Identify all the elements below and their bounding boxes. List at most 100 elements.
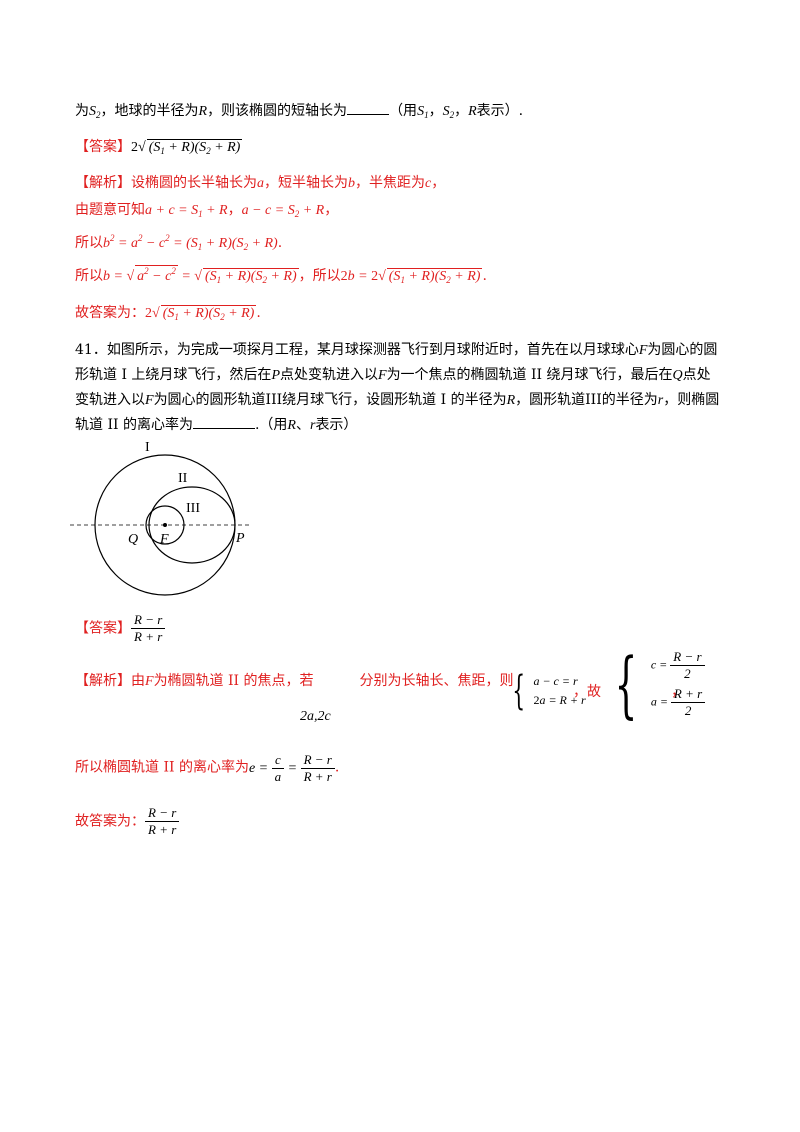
- text: ，: [227, 202, 242, 218]
- text: 表示）.: [476, 103, 524, 119]
- text: 形轨道 I 上绕月球飞行，然后在: [75, 367, 272, 383]
- text: 设椭圆的长半轴长为: [131, 175, 257, 191]
- math-s2: S2: [442, 104, 455, 120]
- label-F: F: [159, 532, 169, 547]
- text: ，半焦距为: [355, 175, 425, 191]
- q41-line-1: 41．如图所示，为完成一项探月工程，某月球探测器飞行到月球附近时，首先在以月球球…: [75, 339, 717, 359]
- label-P: P: [235, 531, 245, 546]
- answer-formula: 2√(S1 + R)(S2 + R): [131, 139, 243, 156]
- math-f: F: [145, 674, 154, 689]
- answer-blank: [192, 416, 255, 429]
- text: 为一个焦点的椭圆轨道 II 绕月球飞行，最后在: [386, 367, 673, 383]
- text: 如图所示，为完成一项探月工程，某月球探测器飞行到月球附近时，首先在以月球球心: [106, 342, 639, 358]
- prev-question-line: 为S2，地球的半径为R，则该椭圆的短轴长为（用S1，S2，R表示）.: [75, 100, 523, 120]
- prev-answer-line: 【答案】2√(S1 + R)(S2 + R): [75, 136, 243, 156]
- text: 为椭圆轨道 II 的焦点，若: [153, 673, 314, 689]
- text: ，: [454, 103, 469, 119]
- math-f: F: [145, 393, 154, 408]
- text: ，: [431, 175, 446, 191]
- label-I: I: [145, 440, 150, 455]
- text: .: [482, 268, 487, 284]
- prev-analysis-line-3: 所以b2 = a2 − c2 = (S1 + R)(S2 + R).: [75, 232, 282, 252]
- label-Q: Q: [128, 532, 138, 547]
- formula: a + c = S1 + R: [145, 203, 228, 219]
- text: ，则该椭圆的短轴长为: [207, 103, 348, 119]
- math-f: F: [378, 368, 387, 383]
- orbit-circle-III: [145, 505, 185, 545]
- label-III: III: [186, 501, 200, 516]
- math-p: P: [271, 368, 280, 383]
- math-r-small: r: [657, 393, 664, 408]
- formula: a − c = S2 + R: [241, 203, 325, 219]
- text: ，则椭圆: [663, 392, 720, 408]
- focus-point: [163, 523, 167, 527]
- text: 轨道 II 的离心率为: [75, 417, 193, 433]
- math-q: Q: [672, 368, 683, 383]
- formula: b = √a2 − c2 = √(S1 + R)(S2 + R): [103, 265, 299, 285]
- text: .: [334, 759, 340, 776]
- text: 分别为长轴长、焦距，则: [359, 673, 514, 689]
- q41-analysis-gu: ，故: [573, 681, 601, 701]
- formula: 2a,2c: [300, 709, 331, 724]
- math-c: c: [425, 176, 432, 191]
- text: 、: [295, 417, 310, 433]
- math-b: b: [348, 176, 355, 191]
- formula: 2√(S1 + R)(S2 + R): [145, 305, 257, 322]
- formula: 2b = 2√(S1 + R)(S2 + R): [340, 268, 483, 285]
- text: 变轨进入以: [75, 392, 145, 408]
- math-a: a: [257, 176, 264, 191]
- text: ，: [324, 202, 339, 218]
- text: ，短半轴长为: [264, 175, 348, 191]
- text: 为圆心的圆形轨道III绕月球飞行，设圆形轨道 I 的半径为: [153, 392, 507, 408]
- text: .: [277, 235, 283, 251]
- q41-var-2a2c: 2a,2c: [300, 708, 331, 725]
- formula: b2 = a2 − c2 = (S1 + R)(S2 + R): [103, 233, 278, 252]
- orbit-diagram: I II III Q F P: [70, 440, 250, 596]
- text: ，: [428, 103, 443, 119]
- math-r: R: [506, 393, 516, 408]
- analysis-tag: 【解析】: [75, 673, 131, 689]
- q41-line-4: 轨道 II 的离心率为 .（用R、r表示）: [75, 414, 357, 434]
- math-f: F: [638, 343, 648, 358]
- text: ，地球的半径为: [100, 103, 199, 119]
- text: 为: [75, 103, 89, 119]
- text: ，故: [573, 684, 601, 700]
- prev-final-line: 故答案为：2√(S1 + R)(S2 + R).: [75, 302, 261, 322]
- text: 所以椭圆轨道 II 的离心率为: [75, 759, 249, 776]
- text: 为圆心的圆: [647, 342, 718, 358]
- q41-analysis-line-1: 【解析】由F为椭圆轨道 II 的焦点，若分别为长轴长、焦距，则: [75, 670, 514, 690]
- answer-tag: 【答案】: [75, 139, 131, 155]
- text: 点处变轨进入以: [280, 367, 378, 383]
- text: .: [256, 305, 261, 321]
- math-r: R: [287, 418, 296, 433]
- answer-tag: 【答案】: [75, 620, 131, 637]
- text: .（用: [254, 417, 288, 433]
- math-s1: S1: [417, 104, 429, 120]
- analysis-tag: 【解析】: [75, 175, 131, 191]
- text: 表示）: [315, 417, 358, 433]
- text: ，圆形轨道III的半径为: [515, 392, 658, 408]
- orbit-ellipse-II: [148, 486, 236, 564]
- math-s2: S2: [89, 104, 101, 120]
- text: 故答案为：: [75, 813, 145, 830]
- math-r: R: [468, 104, 477, 119]
- q41-line-2: 形轨道 I 上绕月球飞行，然后在P点处变轨进入以F为一个焦点的椭圆轨道 II 绕…: [75, 364, 711, 384]
- text: ，: [671, 684, 685, 700]
- math-r-small: r: [309, 418, 316, 433]
- label-II: II: [178, 471, 188, 486]
- answer-blank: [347, 102, 390, 115]
- math-r: R: [198, 104, 208, 119]
- text: 点处: [682, 367, 711, 383]
- brace: {: [614, 642, 638, 726]
- q41-analysis-comma: ，: [671, 681, 685, 701]
- question-number: 41．: [75, 342, 107, 358]
